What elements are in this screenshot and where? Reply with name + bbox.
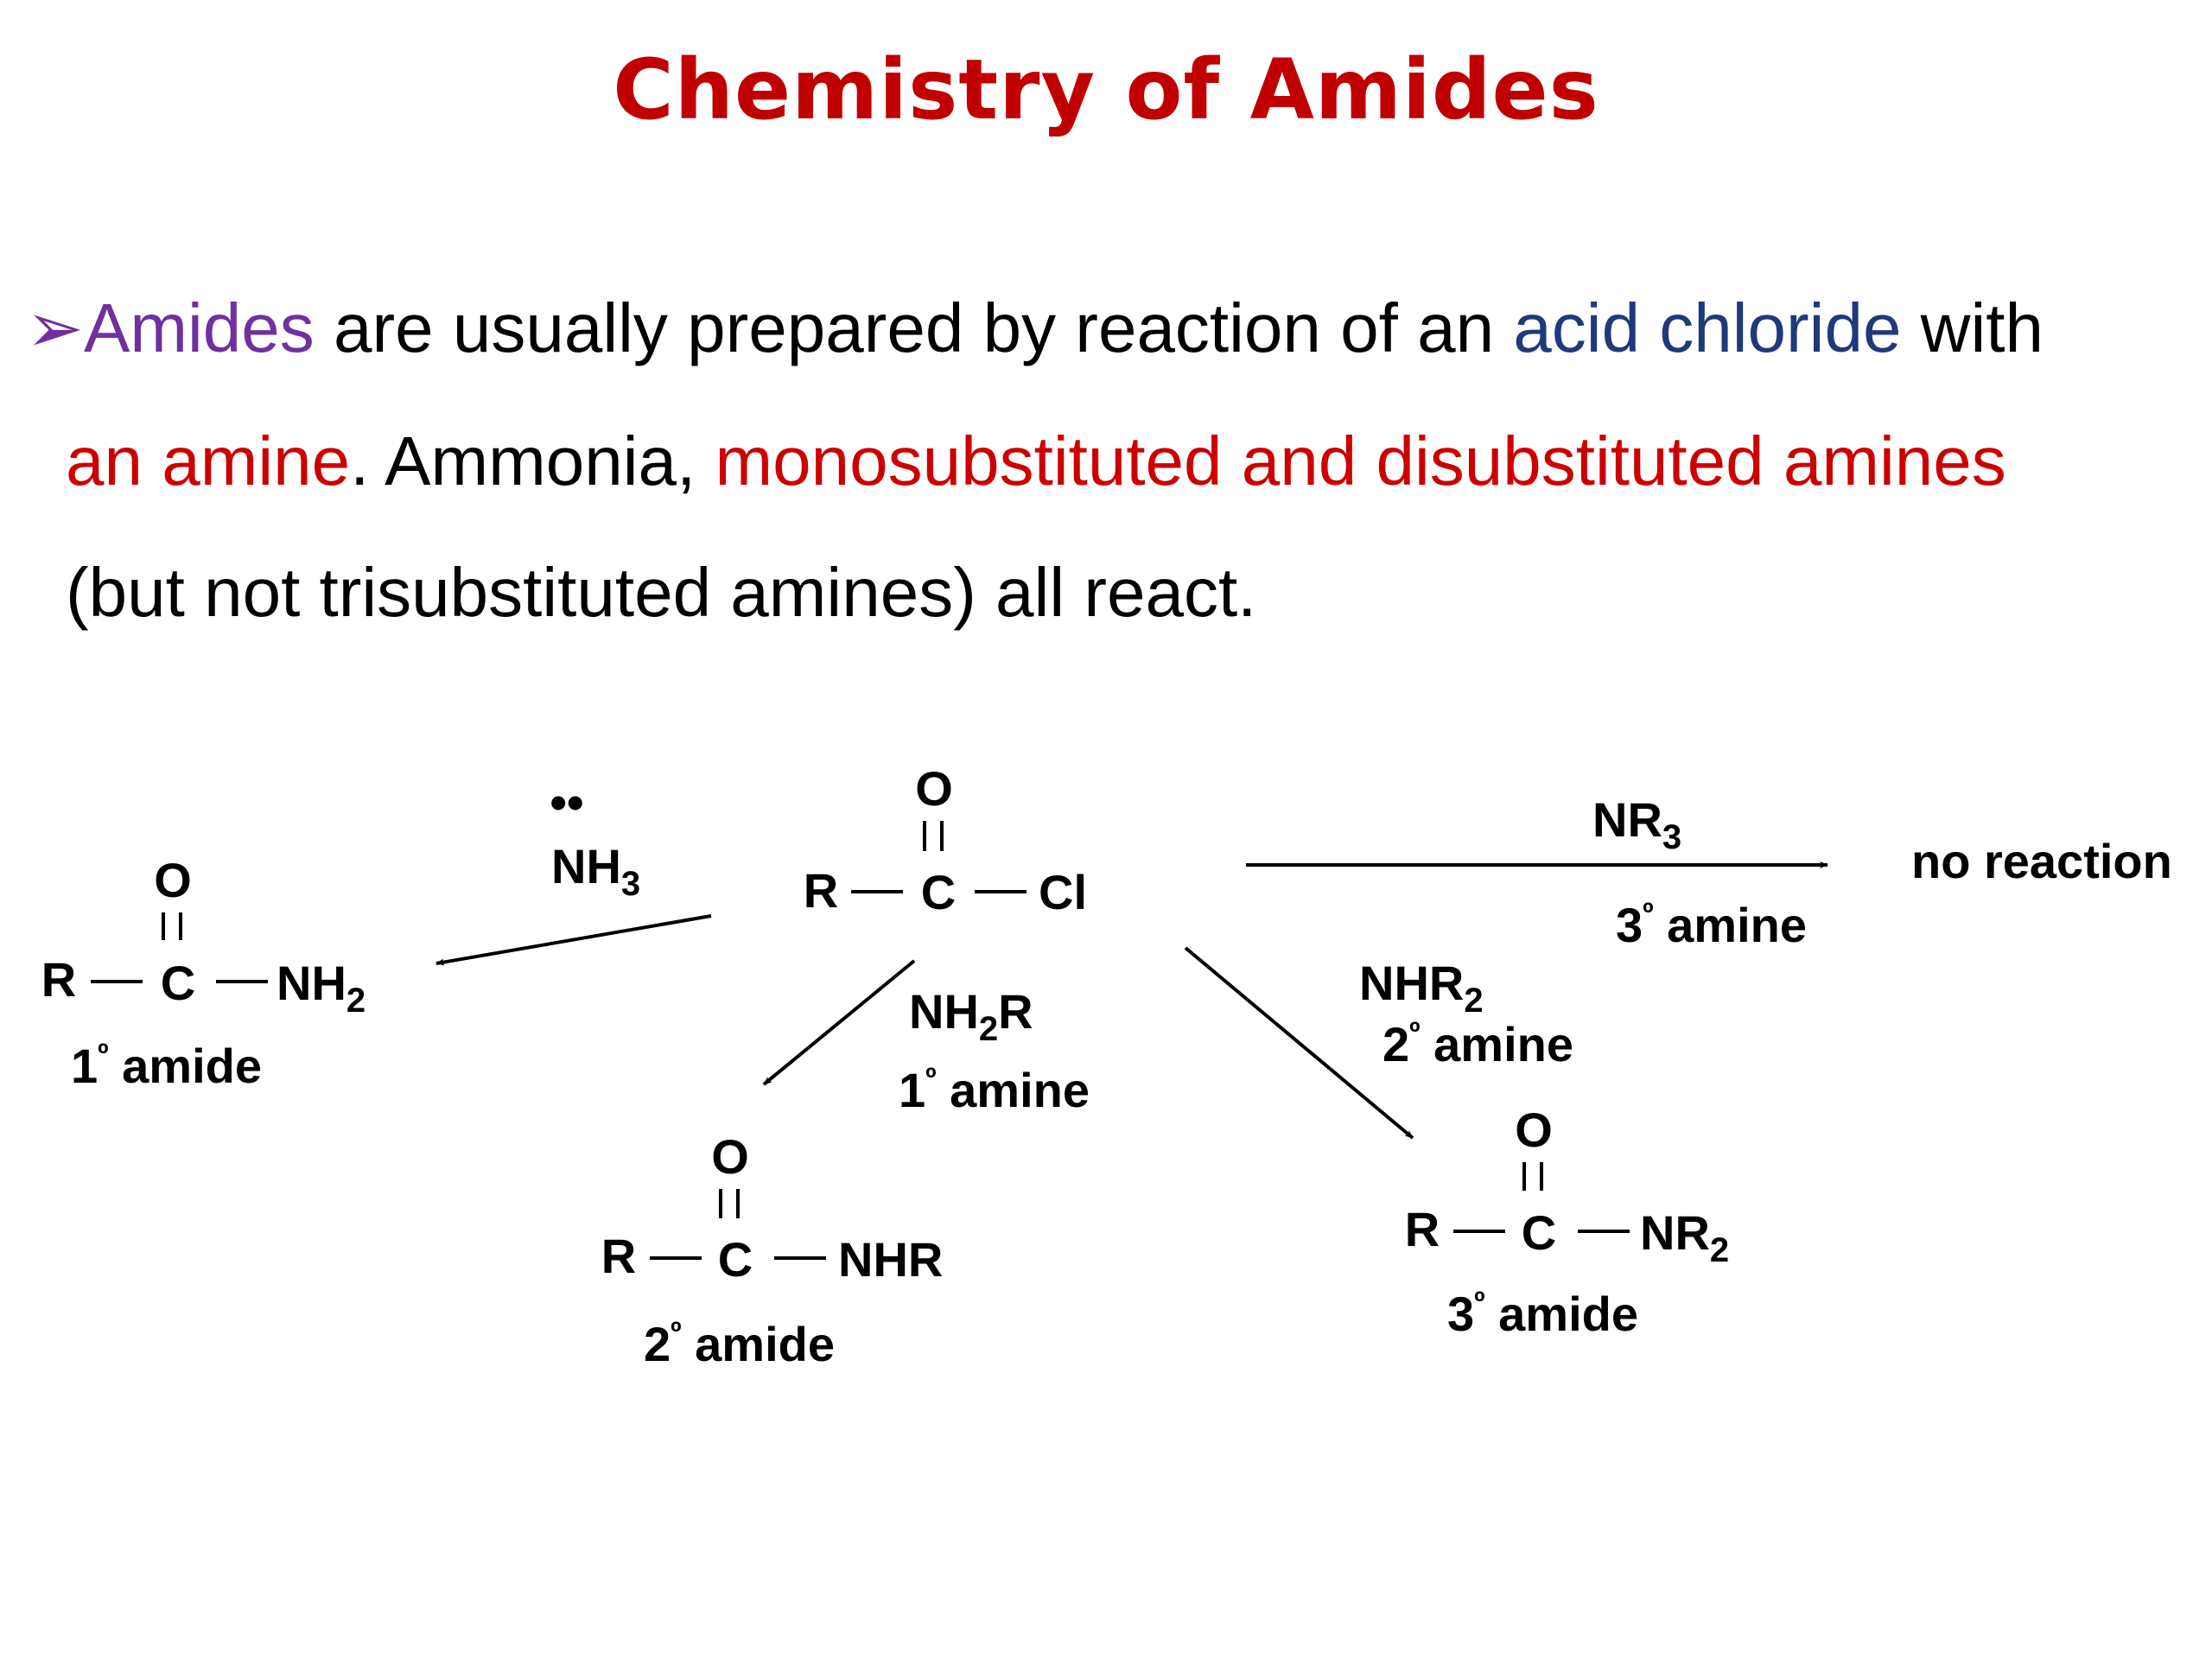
tertiary-amine-formula: NR3 — [1592, 792, 1681, 856]
secondary-amide-r: R — [601, 1229, 636, 1283]
primary-amine-formula: NH2R — [909, 984, 1033, 1048]
secondary-amide-label: 2º amide — [644, 1316, 835, 1371]
primary-amide-label: 1º amide — [71, 1038, 262, 1093]
no-reaction-label: no reaction — [1911, 834, 2172, 888]
tertiary-amide-nr2: NR2 — [1640, 1205, 1729, 1269]
arrow-to-primary-amide — [435, 914, 712, 966]
acid-chloride-chlorine: Cl — [1039, 865, 1087, 919]
paragraph-line-2: an amine. Ammonia, monosubstituted and d… — [66, 427, 2006, 496]
tertiary-amine-reagent: NR3 3º amine — [1592, 792, 1807, 952]
acid-chloride-carbon: C — [921, 865, 956, 919]
primary-amide-structure: O R C NH2 1º amide — [41, 853, 365, 1093]
line1-text-2: with — [1901, 289, 2044, 366]
arrow-to-secondary-amide — [762, 959, 916, 1086]
tertiary-amide-carbon: C — [1522, 1205, 1556, 1260]
primary-amide-carbon: C — [161, 956, 195, 1010]
line1-text-1: are usually prepared by reaction of an — [314, 289, 1514, 366]
term-substituted-amines: monosubstituted and disubstituted amines — [715, 423, 2006, 499]
paragraph-line-3: (but not trisubstituted amines) all reac… — [66, 558, 1256, 627]
ammonia-reagent: •• NH3 — [550, 775, 640, 903]
secondary-amine-reagent: NHR2 2º amine — [1359, 956, 1573, 1071]
acid-chloride-structure: O R C Cl — [804, 761, 1087, 919]
term-acid-chloride: acid chloride — [1513, 289, 1902, 366]
term-an-amine: an amine — [66, 423, 351, 499]
primary-amine-label: 1º amine — [899, 1062, 1090, 1117]
secondary-amide-nhr: NHR — [838, 1232, 943, 1287]
acid-chloride-r: R — [804, 863, 838, 918]
tertiary-amine-label: 3º amine — [1616, 897, 1807, 952]
tertiary-amide-label: 3º amide — [1447, 1286, 1638, 1341]
tertiary-amide-oxygen: O — [1515, 1103, 1553, 1157]
term-amides: Amides — [84, 289, 315, 366]
bullet-arrow-icon: ➢ — [26, 288, 85, 368]
line3-text: (but not trisubstituted amines) all reac… — [66, 554, 1257, 631]
arrow-to-tertiary-amide — [1184, 946, 1414, 1140]
ammonia-lone-pair: •• — [550, 775, 583, 830]
primary-amine-reagent: NH2R 1º amine — [899, 984, 1090, 1117]
secondary-amide-oxygen: O — [711, 1129, 749, 1184]
secondary-amine-label: 2º amine — [1382, 1016, 1573, 1071]
tertiary-amide-structure: O R C NR2 3º amide — [1405, 1103, 1729, 1341]
primary-amide-oxygen: O — [154, 853, 192, 907]
paragraph-line-1: ➢Amides are usually prepared by reaction… — [26, 294, 2044, 363]
secondary-amide-carbon: C — [718, 1232, 753, 1287]
slide-title: Chemistry of Amides — [613, 41, 1599, 138]
ammonia-formula: NH3 — [551, 839, 640, 903]
line2-text-1: . Ammonia, — [350, 423, 715, 499]
primary-amide-nh2: NH2 — [276, 956, 365, 1020]
primary-amide-r: R — [41, 952, 76, 1007]
secondary-amide-structure: O R C NHR 2º amide — [601, 1129, 944, 1371]
tertiary-amide-r: R — [1405, 1202, 1440, 1256]
secondary-amine-formula: NHR2 — [1359, 956, 1484, 1020]
acid-chloride-oxygen: O — [915, 761, 953, 816]
